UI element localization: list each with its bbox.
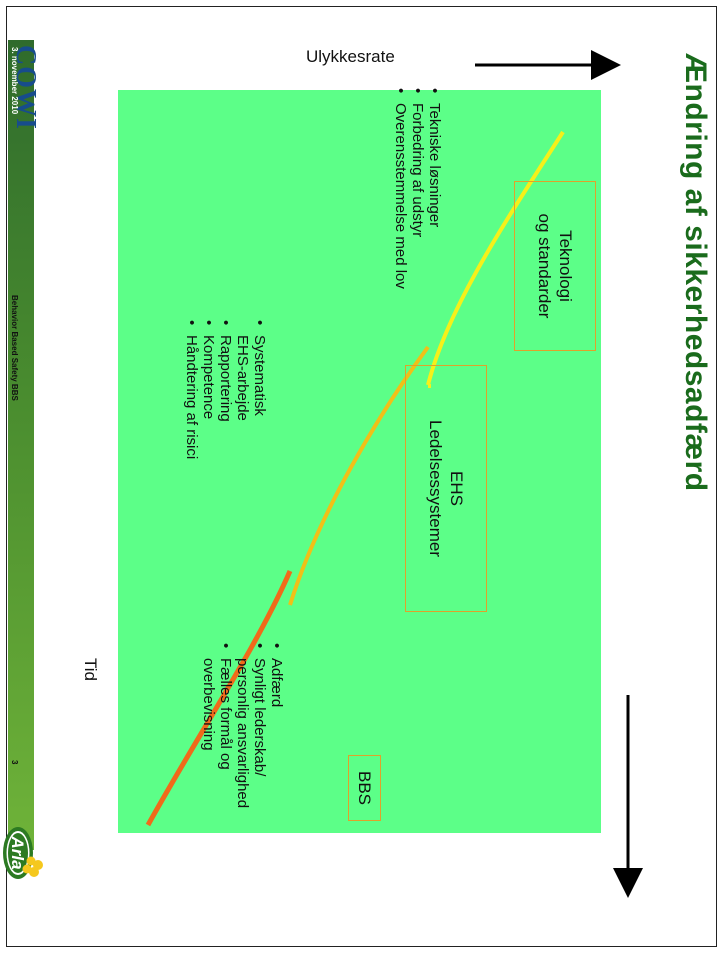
y-axis-label-display: Ulykkesrate bbox=[306, 47, 395, 66]
x-axis-label: Tid bbox=[81, 658, 100, 681]
box-ehs-line1: EHS bbox=[447, 471, 466, 506]
footer-title: Behavior Based Safety BBS bbox=[10, 295, 19, 401]
box-ehs-line2: Ledelsessystemer bbox=[426, 419, 445, 557]
footer-bar bbox=[8, 40, 34, 850]
arla-logo: Arla bbox=[0, 825, 48, 883]
bullet-item: Adfærd bbox=[268, 643, 285, 853]
bullet-item: Overensstemmelse med lov bbox=[392, 88, 409, 348]
bullet-item: Håndtering af risici bbox=[183, 320, 200, 520]
bullet-item: Forbedring af udstyr bbox=[409, 88, 426, 348]
slide: Ændring af sikkerhedsadfærd Ulykkesrate … bbox=[3, 5, 718, 950]
bullet-item: Fælles formål og overbevisning bbox=[200, 643, 234, 778]
bullet-item: Systematisk EHS-arbejde bbox=[234, 320, 268, 440]
bullet-item: Kompetence bbox=[200, 320, 217, 520]
bullets-bbs: Adfærd Synligt lederskab/ personlig ansv… bbox=[200, 643, 285, 853]
footer-date: 3. november 2010 bbox=[10, 47, 19, 115]
box-bbs: BBS bbox=[348, 755, 381, 821]
box-bbs-line1: BBS bbox=[355, 770, 374, 806]
bullet-item: Synligt lederskab/ personlig ansvarlighe… bbox=[234, 643, 268, 828]
bullet-item: Rapportering bbox=[217, 320, 234, 520]
box-teknologi-line1: Teknologi bbox=[556, 230, 575, 302]
curve-teknologi bbox=[426, 130, 565, 386]
page-number: 3 bbox=[10, 760, 19, 765]
bullets-ehs: Systematisk EHS-arbejde Rapportering Kom… bbox=[183, 320, 268, 520]
box-teknologi-line2: og standarder bbox=[535, 213, 554, 319]
arla-logo-text: Arla bbox=[8, 835, 27, 869]
bullets-teknologi: Tekniske løsninger Forbedring af udstyr … bbox=[392, 88, 443, 348]
bullet-item: Tekniske løsninger bbox=[426, 88, 443, 348]
curve-ehs bbox=[288, 345, 430, 606]
footer: COWI 3. november 2010 Behavior Based Saf… bbox=[3, 5, 43, 950]
